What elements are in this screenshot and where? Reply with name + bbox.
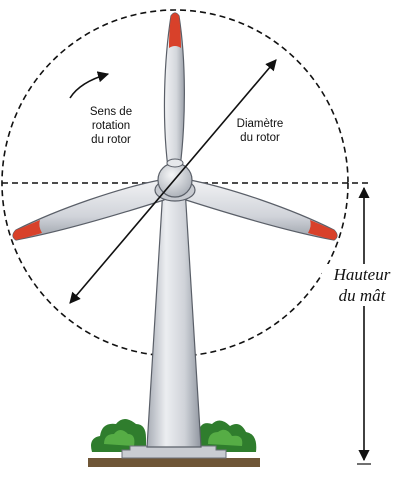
ground-strip (88, 458, 260, 467)
tower (146, 187, 202, 448)
blade-right-tip (308, 220, 337, 240)
diameter-arrow (69, 59, 277, 304)
mast-height-line-2: du mât (338, 286, 386, 305)
rotation-sense-line-3: du rotor (91, 134, 131, 146)
mast-height-line-1: Hauteur (333, 265, 391, 284)
hub-cap (166, 158, 184, 168)
rotation-sense-line-1: Sens de (89, 106, 133, 118)
rotation-sense-label: Sens de rotation du rotor (76, 105, 146, 147)
bush-right-highlight (208, 429, 243, 446)
bush-left-highlight (104, 430, 135, 446)
foundation (121, 445, 227, 459)
blade-left-tip (13, 220, 42, 240)
rotation-arrow-icon (69, 71, 110, 99)
ground (88, 419, 260, 467)
rotor-diameter-line-2: du rotor (240, 132, 280, 144)
rotor-diameter-line-1: Diamètre (236, 118, 284, 130)
mast-height-label: Hauteur du mât (322, 264, 402, 306)
blade-top-tip (169, 13, 181, 48)
rotation-sense-line-2: rotation (91, 120, 131, 132)
rotor-diameter-label: Diamètre du rotor (222, 117, 298, 145)
